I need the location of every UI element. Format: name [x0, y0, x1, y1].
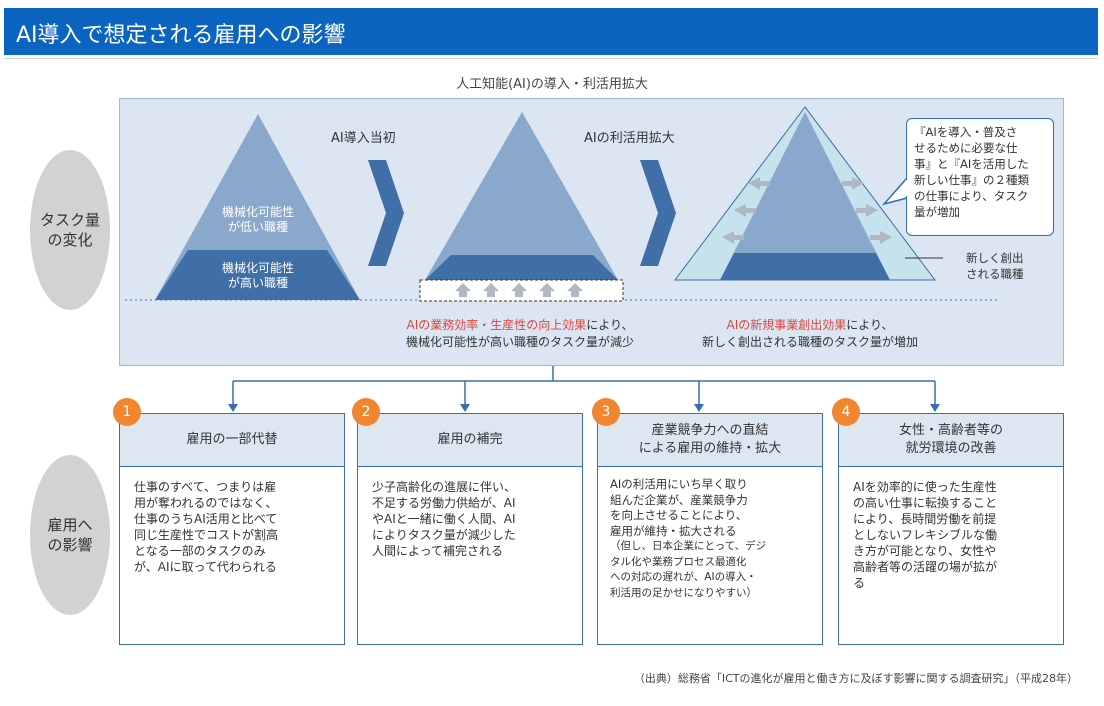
card-body-line: 組んだ企業が、産業競争力	[610, 492, 748, 507]
impact-card-2: 雇用の補完 少子高齢化の進展に伴い、 不足する労働力供給が、AI やAIと一緒に…	[357, 413, 583, 645]
up-arrows	[455, 283, 583, 297]
card-body-line: 利活用の足かせになりやすい）	[610, 586, 757, 599]
effect-left: AIの業務効率・生産性の向上効果により、 機械化可能性が高い職種のタスク量が減少	[360, 317, 680, 351]
side-label-employment: 雇用への影響	[30, 455, 110, 615]
pyramid-upper-label-line: が低い職種	[227, 220, 288, 234]
pyramid-ai-intro-lower	[425, 255, 618, 280]
card-body-line: き方が可能となり、女性や	[853, 544, 997, 558]
card-title-line: による雇用の維持・拡大	[638, 441, 782, 456]
card-body-line: 人間によって補完される	[372, 544, 504, 558]
card-body-line: 雇用が維持・拡大される	[610, 523, 737, 538]
callout-line: 新しい仕事』の２種類	[914, 173, 1029, 187]
effect-right-rest: により、	[846, 318, 894, 332]
card-title-line: 産業競争力への直結	[651, 423, 769, 438]
card-title: 雇用の補完	[358, 414, 582, 467]
header-divider	[4, 58, 1098, 59]
card-body-line: タル化や業務プロセス最適化	[610, 555, 747, 568]
card-title-line: 就労環境の改善	[905, 441, 997, 456]
pyramid-upper-label-line: 機械化可能性	[221, 205, 294, 219]
diagram-caption: 人工知能(AI)の導入・利活用拡大	[456, 77, 648, 92]
side-label-task-line: タスク量	[39, 211, 100, 229]
effect-left-highlight: AIの業務効率・生産性の向上効果	[406, 318, 587, 332]
callout-line: 『AIを導入・普及さ	[914, 125, 1018, 139]
pyramid-lower-label: 機械化可能性 が高い職種	[198, 261, 318, 291]
card-body-line: 高齢者等の活躍の場が拡が	[853, 560, 998, 574]
page-title: AI導入で想定される雇用への影響	[16, 23, 346, 48]
effect-right: AIの新規事業創出効果により、 新しく創出される職種のタスク量が増加	[660, 317, 960, 351]
impact-card-4: 女性・高齢者等の 就労環境の改善 AIを効率的に使った生産性 の高い仕事に転換す…	[838, 413, 1064, 645]
impact-card-3: 産業競争力への直結 による雇用の維持・拡大 AIの利活用にいち早く取り 組んだ企…	[597, 413, 823, 645]
side-label-task: タスク量の変化	[30, 150, 110, 310]
card-body-line: 用が奪われるのではなく、	[134, 496, 278, 510]
card-title: 女性・高齢者等の 就労環境の改善	[839, 414, 1063, 467]
callout-line: 量が増加	[914, 205, 960, 219]
side-label-task-line: の変化	[47, 231, 93, 249]
chevron-arrow	[640, 160, 676, 266]
new-jobs-label-line: される職種	[966, 267, 1024, 281]
pyramid-expansion-lower	[720, 253, 890, 280]
callout-line: の仕事により、タスク	[914, 189, 1029, 203]
card-body-line: （但し、日本企業にとって、デジ	[610, 540, 767, 552]
card-number-badge: 1	[113, 398, 141, 426]
new-jobs-label-line: 新しく創出	[966, 251, 1024, 265]
card-title-line: 雇用の補完	[437, 432, 503, 447]
card-body: AIを効率的に使った生産性 の高い仕事に転換すること により、長時間労働を前提 …	[839, 467, 1063, 603]
card-body-line: が、AIに取って代わられる	[134, 560, 277, 574]
card-body-line: の高い仕事に転換すること	[853, 496, 998, 510]
effect-left-line2: 機械化可能性が高い職種のタスク量が減少	[405, 335, 634, 349]
card-body-line: によりタスク量が減少した	[372, 528, 516, 542]
card-body-line: やAIと一緒に働く人間、AI	[372, 512, 516, 526]
stage-label-expansion: AIの利活用拡大	[584, 131, 675, 146]
side-label-employment-line: 雇用へ	[47, 516, 93, 534]
chevron-arrow	[368, 160, 404, 266]
effect-right-line2: 新しく創出される職種のタスク量が増加	[701, 335, 918, 349]
card-body-line: により、長時間労働を前提	[853, 512, 997, 526]
card-body-line: 仕事のうちAI活用と比べて	[134, 512, 278, 526]
card-body-line: る	[853, 576, 866, 590]
card-number-badge: 4	[832, 398, 860, 426]
pyramid-upper-label: 機械化可能性 が低い職種	[198, 205, 318, 235]
card-body-line: 不足する労働力供給が、AI	[372, 496, 516, 510]
card-body-line: への対応の遅れが、AIの導入・	[610, 571, 757, 583]
side-label-employment-line: の影響	[47, 536, 93, 554]
callout-line: せるために必要な仕	[914, 141, 1018, 155]
connector-lines	[232, 366, 936, 405]
card-title: 産業競争力への直結 による雇用の維持・拡大	[598, 414, 822, 467]
pyramid-lower-label-line: 機械化可能性	[221, 261, 294, 275]
pyramid-ai-intro	[425, 112, 618, 280]
card-body-line: AIを効率的に使った生産性	[853, 480, 997, 494]
new-jobs-label: 新しく創出 される職種	[966, 250, 1024, 282]
card-title: 雇用の一部代替	[120, 414, 344, 467]
card-body-line: としないフレキシブルな働	[853, 528, 998, 542]
source-citation: （出典）総務省「ICTの進化が雇用と働き方に及ぼす影響に関する調査研究」（平成2…	[633, 672, 1078, 685]
card-body-line: となる一部のタスクのみ	[134, 544, 266, 558]
card-number-badge: 3	[592, 398, 620, 426]
card-title-line: 女性・高齢者等の	[898, 423, 1003, 438]
pyramid-lower-label-line: が高い職種	[227, 276, 288, 290]
effect-left-rest: により、	[586, 318, 634, 332]
header-bar: AI導入で想定される雇用への影響	[4, 8, 1098, 55]
callout-box: 『AIを導入・普及さ せるために必要な仕 事』と『AIを活用した 新しい仕事』の…	[906, 118, 1054, 236]
stage-label-initial: AI導入当初	[331, 131, 396, 146]
pyramid-expansion	[720, 112, 890, 280]
card-body-line: 少子高齢化の進展に伴い、	[372, 480, 517, 494]
card-title-line: 雇用の一部代替	[186, 432, 278, 447]
card-body-line: 同じ生産性でコストが割高	[134, 528, 279, 542]
card-body-line: を向上させることにより、	[610, 508, 748, 522]
card-body-line: 仕事のすべて、つまりは雇	[134, 480, 277, 494]
effect-right-highlight: AIの新規事業創出効果	[726, 318, 847, 332]
connector-arrowheads	[228, 404, 940, 412]
card-body: AIの利活用にいち早く取り 組んだ企業が、産業競争力 を向上させることにより、 …	[598, 467, 822, 611]
outward-arrows	[722, 177, 892, 244]
card-body: 仕事のすべて、つまりは雇 用が奪われるのではなく、 仕事のうちAI活用と比べて …	[120, 467, 344, 587]
card-body: 少子高齢化の進展に伴い、 不足する労働力供給が、AI やAIと一緒に働く人間、A…	[358, 467, 582, 571]
card-number-badge: 2	[352, 398, 380, 426]
pyramid-initial-lower	[155, 250, 360, 300]
impact-card-1: 雇用の一部代替 仕事のすべて、つまりは雇 用が奪われるのではなく、 仕事のうちA…	[119, 413, 345, 645]
card-body-line: AIの利活用にいち早く取り	[610, 477, 748, 491]
callout-line: 事』と『AIを活用した	[914, 157, 1029, 171]
